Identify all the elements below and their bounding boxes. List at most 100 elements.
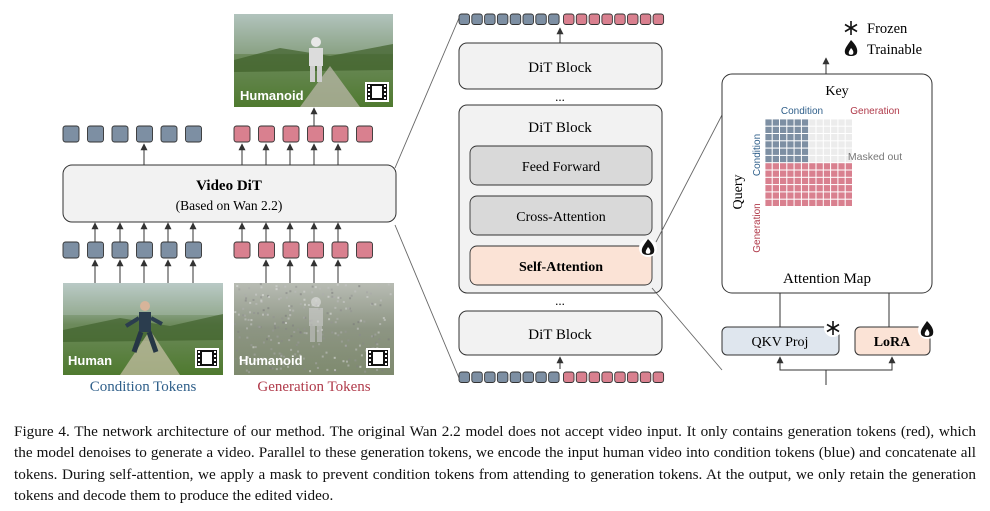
attention-cell [786, 125, 795, 134]
attention-cell [793, 176, 802, 185]
attention-cell [786, 118, 795, 127]
noise-pixel [334, 306, 337, 309]
noise-pixel [261, 294, 264, 297]
attention-cell [830, 176, 839, 185]
attention-cell [808, 198, 817, 207]
noise-pixel [288, 305, 291, 308]
attention-cell [815, 191, 824, 200]
feed-forward-box [469, 145, 653, 186]
attention-cell [808, 125, 817, 134]
condition-token [484, 13, 496, 25]
noise-pixel [244, 318, 247, 321]
generation-token [639, 13, 652, 25]
input-human-image [63, 283, 223, 375]
noise-pixel [366, 291, 369, 294]
attention-cell [823, 147, 831, 156]
noise-pixel [350, 294, 353, 297]
noise-pixel [269, 367, 272, 370]
noise-pixel [257, 312, 260, 315]
attention-cell [801, 125, 809, 134]
attention-cell [801, 198, 809, 207]
noise-pixel [271, 367, 274, 370]
noise-pixel [342, 360, 345, 363]
attention-cell [801, 184, 809, 193]
attention-cell [779, 147, 788, 156]
noise-pixel [273, 352, 276, 355]
qkv-proj-box [721, 326, 840, 356]
noise-pixel [328, 318, 331, 321]
attention-cell [823, 118, 831, 127]
noise-pixel [295, 356, 298, 359]
noise-pixel [295, 285, 298, 288]
attention-cell [823, 155, 831, 163]
attention-cell [764, 118, 773, 127]
noise-pixel [303, 303, 306, 306]
noise-pixel [297, 341, 300, 344]
attention-cell [837, 184, 846, 193]
noise-pixel [246, 327, 249, 330]
attention-cell [793, 169, 802, 178]
attention-cell [786, 147, 795, 156]
noise-pixel [336, 317, 339, 320]
attention-cell [786, 162, 795, 171]
noise-pixel [279, 296, 282, 299]
self-attention-label: Self-Attention [519, 260, 603, 275]
noise-pixel [387, 338, 390, 341]
generation-token [356, 125, 373, 143]
noise-pixel [245, 297, 248, 300]
noise-pixel [244, 294, 247, 297]
noise-pixel [262, 341, 265, 344]
condition-token [185, 125, 202, 143]
attention-cell [844, 118, 853, 127]
noise-pixel [376, 343, 379, 346]
noise-pixel [322, 337, 325, 340]
noise-pixel [312, 345, 315, 348]
generation-token [258, 125, 275, 143]
noise-pixel [250, 323, 253, 326]
input-condition-token-row [62, 241, 202, 259]
attention-cell [764, 147, 773, 156]
noise-pixel [290, 348, 293, 351]
attention-cell [823, 125, 831, 134]
video-dit-subtitle: (Based on Wan 2.2) [176, 198, 283, 213]
attention-cell [793, 147, 802, 156]
generation-token [356, 241, 373, 259]
noise-pixel [234, 311, 237, 314]
noise-pixel [330, 321, 333, 324]
attention-cell [837, 155, 846, 163]
noise-pixel [305, 332, 308, 335]
noise-pixel [369, 292, 372, 295]
attention-cell [837, 140, 846, 149]
noise-pixel [366, 295, 369, 298]
attention-cell [830, 184, 839, 193]
noise-pixel [267, 335, 270, 338]
key-generation-label: Generation [850, 106, 899, 117]
noise-pixel [299, 331, 302, 334]
noise-pixel [356, 327, 359, 330]
noise-pixel [321, 355, 324, 358]
noise-pixel [311, 285, 314, 288]
attention-cell [786, 176, 795, 185]
generation-token [614, 13, 626, 25]
ellipsis-bottom: ... [555, 293, 565, 308]
noise-pixel [383, 318, 386, 321]
noise-pixel [297, 328, 300, 331]
zoom-line-attn-top [655, 114, 723, 243]
generation-token [331, 125, 349, 143]
feed-forward-label: Feed Forward [522, 160, 600, 175]
noise-pixel [248, 287, 251, 290]
noise-pixel [273, 325, 276, 328]
noise-pixel [242, 307, 245, 310]
attention-cell [771, 147, 780, 156]
noise-pixel [356, 365, 359, 368]
noise-pixel [315, 362, 318, 365]
attention-cell [801, 140, 809, 149]
noise-pixel [291, 324, 294, 327]
generation-token [258, 241, 275, 259]
arrow [826, 356, 896, 371]
noise-pixel [253, 353, 256, 356]
generation-token [575, 371, 588, 383]
cross-attention-box [469, 195, 653, 236]
noise-pixel [237, 313, 240, 316]
noise-pixel [382, 317, 385, 320]
